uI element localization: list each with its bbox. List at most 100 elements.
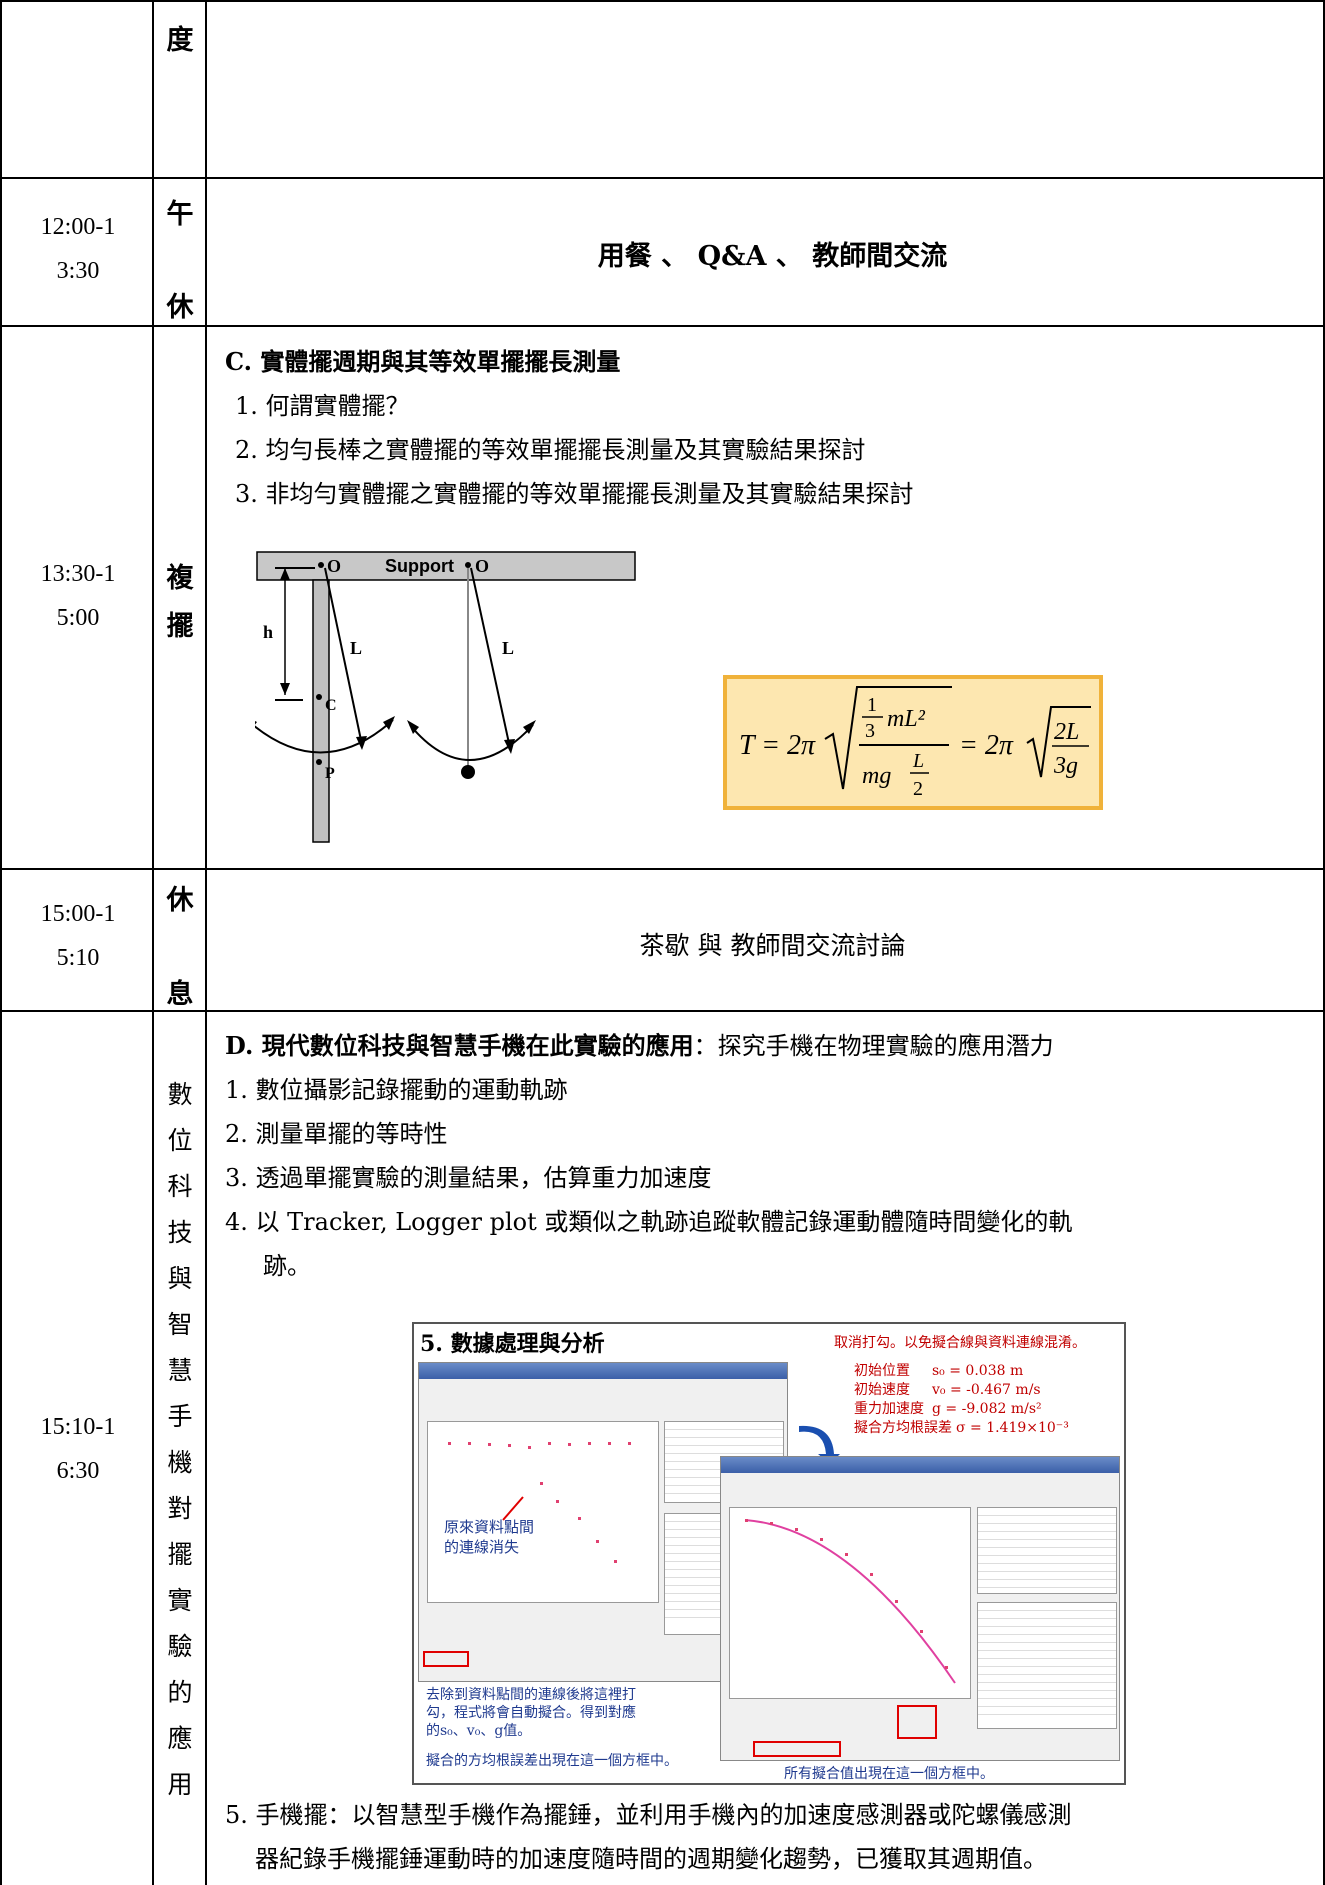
topic-top: 午: [166, 199, 194, 230]
heading-bold: D. 現代數位科技與智慧手機在此實驗的應用: [225, 1031, 694, 1060]
note-rms: 擬合的方均根誤差出現在這一個方框中。: [426, 1753, 678, 1769]
table-border: [0, 0, 1325, 2]
param-row: 初始位置 s₀ = 0.038 m: [854, 1362, 1069, 1381]
window-titlebar: [721, 1457, 1119, 1473]
param-label: 初始位置: [854, 1363, 910, 1379]
time-start: 13:30-1: [40, 561, 116, 587]
c-label: C: [325, 697, 337, 714]
list-item: 2. 測量單擺的等時性: [225, 1120, 448, 1148]
list-item: 2. 均勻長棒之實體擺的等效單擺擺長測量及其實驗結果探討: [235, 436, 866, 464]
list-item: 3. 透過單擺實驗的測量結果，估算重力加速度: [225, 1164, 712, 1192]
rms-highlight: [753, 1741, 841, 1757]
p-label: P: [325, 765, 335, 782]
topic-char: 機: [167, 1448, 193, 1477]
length-label: L: [502, 638, 514, 658]
window-titlebar: [419, 1363, 787, 1379]
figure-title: 5. 數據處理與分析: [420, 1331, 605, 1357]
list-item: 跡。: [263, 1252, 311, 1280]
param-value: s₀ = 0.038 m: [932, 1363, 1024, 1379]
lunch-content: 用餐 、 Q&A 、 教師間交流: [597, 241, 948, 272]
topic-char: 驗: [167, 1632, 193, 1661]
tracker-figure: 5. 數據處理與分析 取消打勾。以免擬合線與資料連線混淆。 原來資料點間: [412, 1322, 1126, 1785]
topic-char: 的: [167, 1678, 193, 1707]
topic-top: 休: [166, 885, 194, 916]
fit-checkbox-highlight: [423, 1651, 469, 1667]
note-fit-1: 去除到資料點間的連線後將這裡打: [426, 1687, 636, 1703]
time-cell: 13:30-1 5:00: [18, 552, 138, 640]
item-5: 5. 手機擺：以智慧型手機作為擺錘，並利用手機內的加速度感測器或陀螺儀感測 器紀…: [225, 1793, 1320, 1881]
topic-char: 手: [167, 1402, 193, 1431]
formula-mg: mg: [862, 763, 891, 789]
topic-char: 數: [167, 1080, 193, 1109]
topic-char: 擺: [167, 1540, 193, 1569]
formula-L: L: [912, 750, 924, 772]
rod: [312, 579, 330, 843]
formula-svg: T = 2π 1 3 mL² mg L 2 = 2π 2L 3g: [739, 686, 1091, 800]
fit-values-highlight: [897, 1705, 937, 1739]
table-border: [0, 325, 1325, 327]
h-label: h: [263, 622, 273, 642]
topic-char: 技: [167, 1218, 193, 1247]
data-table: [977, 1602, 1117, 1729]
time-end: 3:30: [56, 258, 100, 284]
table-border: [205, 0, 207, 1885]
time-end: 5:00: [56, 605, 100, 631]
list-item: 1. 數位攝影記錄擺動的運動軌跡: [225, 1076, 568, 1104]
plot-area: [729, 1507, 971, 1699]
formula-rden: 3g: [1053, 753, 1078, 779]
formula-eq: = 2π: [959, 730, 1014, 761]
section-heading: D. 現代數位科技與智慧手機在此實驗的應用：探究手機在物理實驗的應用潛力: [225, 1024, 1320, 1068]
time-start: 15:00-1: [40, 901, 116, 927]
formula-two: 2: [913, 778, 923, 800]
param-value: σ = 1.419×10⁻³: [956, 1420, 1069, 1436]
list-item: 5. 手機擺：以智慧型手機作為擺錘，並利用手機內的加速度感測器或陀螺儀感測: [225, 1801, 1072, 1829]
section-d: D. 現代數位科技與智慧手機在此實驗的應用：探究手機在物理實驗的應用潛力 1. …: [225, 1024, 1320, 1288]
table-border: [0, 177, 1325, 179]
time-cell: 12:00-1 3:30: [18, 205, 138, 293]
note-fit-3: 的s₀、v₀、g值。: [426, 1723, 532, 1739]
topic-bottom: 擺: [166, 611, 194, 642]
param-label: 擬合方均根誤差: [854, 1420, 952, 1436]
note-uncheck: 取消打勾。以免擬合線與資料連線混淆。: [834, 1335, 1086, 1351]
topic-char: 對: [167, 1494, 193, 1523]
topic-char: 慧: [167, 1356, 193, 1385]
time-start: 15:10-1: [40, 1414, 116, 1440]
param-label: 初始速度: [854, 1382, 910, 1398]
length-label: L: [350, 638, 362, 658]
section-heading: C. 實體擺週期與其等效單擺擺長測量: [225, 347, 621, 376]
topic-vertical: 數 位 科 技 與 智 慧 手 機 對 擺 實 驗 的 應 用: [160, 1072, 200, 1808]
topic-char: 與: [167, 1264, 193, 1293]
table-border: [0, 868, 1325, 870]
plot-area: [427, 1421, 659, 1603]
list-item: 3. 非均勻實體擺之實體擺的等效單擺擺長測量及其實驗結果探討: [235, 480, 914, 508]
period-formula: T = 2π 1 3 mL² mg L 2 = 2π 2L 3g: [723, 675, 1103, 810]
fit-plot: [744, 1519, 956, 1684]
table-border: [0, 0, 2, 1885]
topic-top: 複: [166, 563, 194, 594]
formula-lhs: T = 2π: [739, 730, 816, 761]
note-points-1: 原來資料點間: [444, 1518, 535, 1536]
section-c: C. 實體擺週期與其等效單擺擺長測量 1. 何謂實體擺？ 2. 均勻長棒之實體擺…: [225, 340, 1320, 516]
topic-cell: 度: [166, 25, 194, 56]
topic-char: 位: [167, 1126, 193, 1155]
formula-rnum: 2L: [1054, 719, 1079, 745]
table-border: [0, 1010, 1325, 1012]
note-points-2: 的連線消失: [444, 1538, 520, 1556]
tracker-window-fit: [720, 1456, 1120, 1761]
topic-bottom: 息: [166, 979, 194, 1010]
topic-char: 智: [167, 1310, 193, 1339]
pivot-label: O: [475, 556, 489, 576]
data-table: [977, 1507, 1117, 1594]
topic-char: 用: [167, 1770, 193, 1799]
time-end: 5:10: [56, 945, 100, 971]
param-label: 重力加速度: [854, 1401, 924, 1417]
list-item: 1. 何謂實體擺？: [235, 392, 410, 420]
support-label: Support: [385, 556, 454, 576]
heading-rest: ：探究手機在物理實驗的應用潛力: [693, 1032, 1054, 1060]
topic-bottom: 休: [166, 292, 194, 323]
